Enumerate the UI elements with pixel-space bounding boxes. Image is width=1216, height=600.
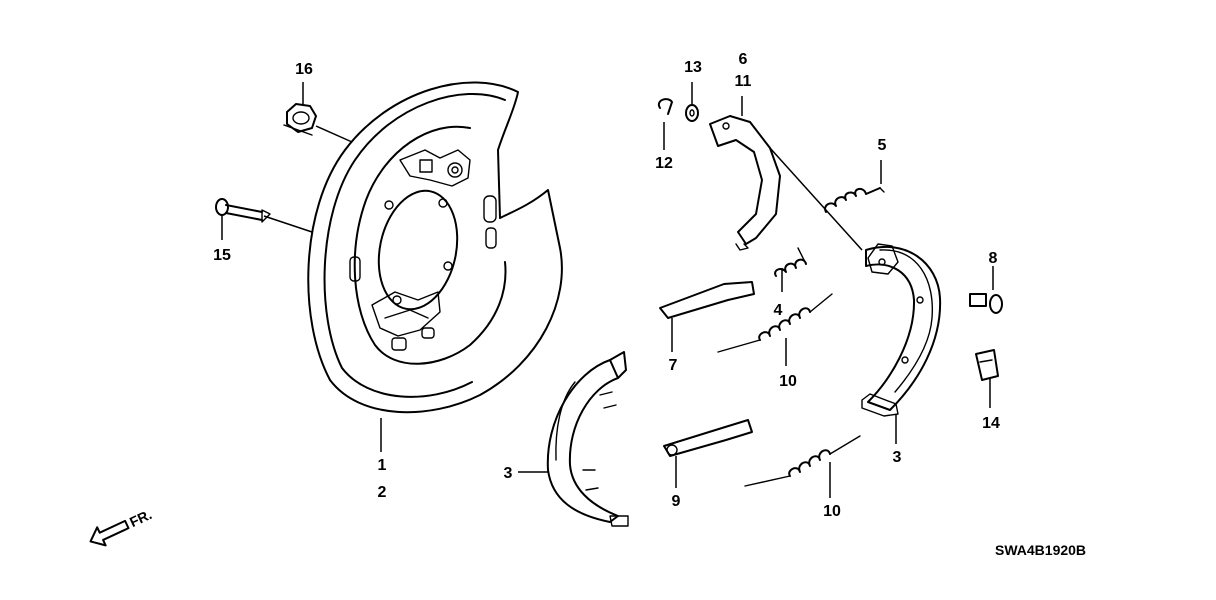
strut-bar — [659, 281, 755, 319]
callout-5: 5 — [878, 137, 887, 154]
callout-6: 6 — [739, 51, 748, 68]
callout-10-lower: 10 — [823, 503, 841, 520]
callout-11: 11 — [735, 73, 752, 90]
callout-2: 2 — [378, 484, 387, 501]
spring-5 — [824, 187, 885, 213]
leader-lines — [221, 82, 994, 498]
callout-7: 7 — [669, 357, 678, 374]
adjuster — [663, 419, 753, 457]
front-label: FR. — [127, 506, 154, 530]
spring-10-lower — [744, 435, 861, 487]
callout-4: 4 — [774, 302, 783, 319]
callout-14: 14 — [982, 415, 1000, 432]
callout-16: 16 — [295, 61, 313, 78]
spring-10-upper — [717, 293, 833, 353]
callout-1: 1 — [378, 457, 387, 474]
pin — [969, 293, 1003, 314]
parking-lever — [709, 115, 781, 251]
backing-plate — [307, 81, 563, 414]
diagram-code: SWA4B1920B — [995, 542, 1086, 558]
retaining-clip — [657, 98, 673, 115]
bolt-15 — [215, 198, 271, 223]
callout-3-left: 3 — [504, 465, 513, 482]
callout-12: 12 — [655, 155, 673, 172]
washer — [685, 104, 699, 122]
callout-9: 9 — [672, 493, 681, 510]
flange-nut — [283, 103, 317, 136]
callout-labels: 16 15 1 2 3 12 13 6 11 5 4 7 10 8 9 10 3… — [213, 51, 1000, 520]
front-arrow-icon — [89, 519, 130, 547]
brake-shoe-right — [861, 243, 942, 417]
front-direction-indicator: FR. — [89, 506, 154, 547]
brake-shoe-left — [546, 351, 629, 527]
spring-4 — [774, 247, 807, 277]
callout-8: 8 — [989, 250, 998, 267]
callout-15: 15 — [213, 247, 231, 264]
callout-3-right: 3 — [893, 449, 902, 466]
callout-10-upper: 10 — [779, 373, 797, 390]
pin-clip — [975, 349, 999, 381]
callout-13: 13 — [684, 59, 702, 76]
